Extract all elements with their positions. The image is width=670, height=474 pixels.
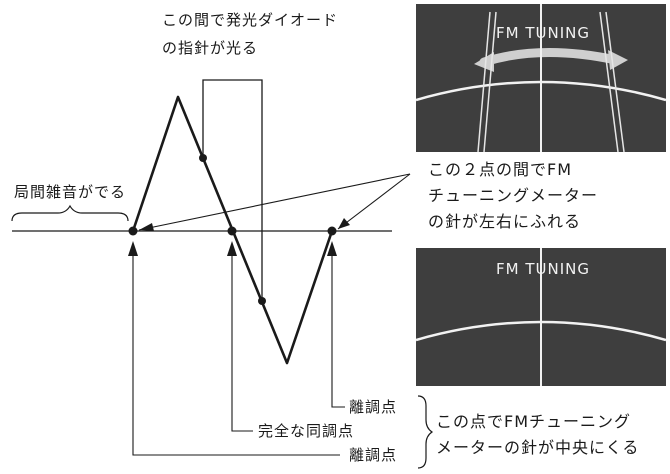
exact-tune-label: 完全な同調点 (258, 422, 355, 440)
pointer-to-left-detune (138, 173, 411, 231)
swing-note-line1: この２点の間でFM (428, 160, 573, 179)
detune-label-lower: 離調点 (349, 446, 398, 464)
led-range-bracket (202, 79, 263, 301)
ghost-needle-right-a (599, 11, 619, 152)
led-upper-dot (199, 154, 207, 162)
arrowhead-detune-right (327, 241, 337, 256)
exact-tune-point (227, 226, 237, 236)
meter-panel-swinging: FM TUNING (416, 4, 666, 152)
leader-detune-right (331, 245, 345, 408)
meter-face-swinging (416, 4, 666, 152)
leader-detune-left (132, 245, 340, 456)
ghost-needle-left-a (477, 11, 491, 152)
swing-arrow (479, 48, 621, 67)
detune-point-left (128, 226, 138, 236)
center-note-brace (417, 395, 434, 469)
swing-arrowhead-left (474, 52, 494, 72)
meter-face-centered (416, 248, 666, 386)
meter-title-swinging: FM TUNING (496, 24, 590, 42)
center-note-line1: この点でFMチューニング (436, 412, 632, 431)
arrowhead-exact-tune (227, 241, 237, 256)
swing-note-line3: の針が左右にふれる (428, 212, 582, 231)
noise-label: 局間雑音がでる (14, 183, 127, 201)
arrowhead-left-detune (139, 223, 154, 231)
led-lower-dot (258, 297, 266, 305)
pointer-to-right-detune (337, 173, 411, 230)
meter-title-centered: FM TUNING (496, 260, 590, 278)
noise-brace (11, 204, 129, 222)
detune-label-upper: 離調点 (349, 398, 398, 416)
ghost-needle-right-b (605, 11, 625, 152)
arrowhead-right-detune (338, 218, 350, 229)
arrowhead-detune-left (128, 241, 138, 256)
ghost-needle-left-b (483, 11, 497, 152)
center-note-line2: メーターの針が中央にくる (436, 438, 640, 457)
swing-note-line2: チューニングメーター (428, 186, 599, 205)
meter-panel-centered: FM TUNING (416, 248, 666, 386)
detune-point-right (327, 226, 337, 236)
led-note-line2: の指針が光る (162, 39, 259, 57)
led-note-line1: この間で発光ダイオード (162, 11, 339, 29)
leader-exact-tune (231, 245, 253, 432)
